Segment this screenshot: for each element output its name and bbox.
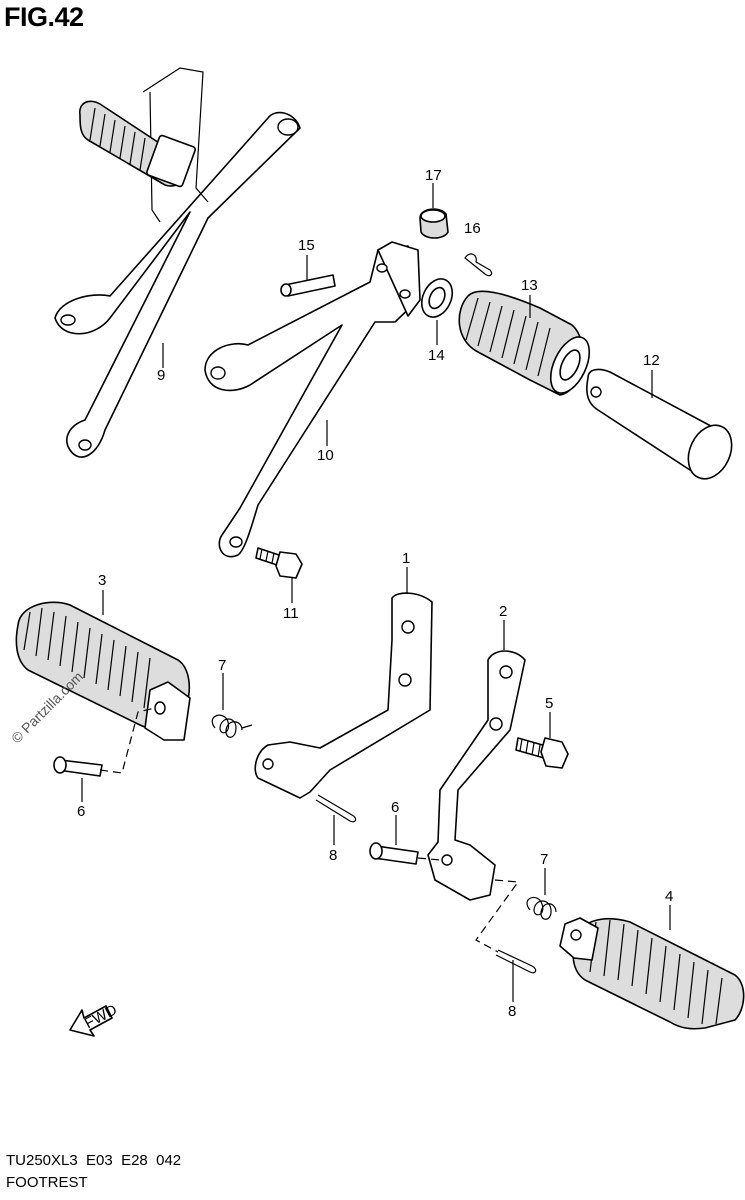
cotter-pin-8-left bbox=[315, 794, 357, 823]
footrest-tube-12 bbox=[586, 368, 733, 480]
callout-10: 10 bbox=[317, 447, 334, 464]
callout-7-right: 7 bbox=[540, 851, 548, 868]
bushing-17 bbox=[419, 208, 449, 239]
callout-16: 16 bbox=[464, 220, 481, 237]
callout-12: 12 bbox=[643, 352, 660, 369]
pin-6-right bbox=[369, 842, 419, 865]
callout-8-left: 8 bbox=[329, 847, 337, 864]
left-footrest-peg-3 bbox=[15, 601, 191, 741]
rear-footrest-rubber-13 bbox=[458, 290, 591, 396]
callout-4: 4 bbox=[665, 888, 673, 905]
callout-leaders bbox=[81, 183, 671, 1002]
callout-17: 17 bbox=[425, 167, 442, 184]
bolt-11 bbox=[255, 547, 303, 579]
callout-14: 14 bbox=[428, 347, 445, 364]
spring-7-right bbox=[526, 896, 557, 920]
callouts: 9 15 17 16 13 14 12 10 11 3 1 2 7 5 6 8 … bbox=[77, 167, 673, 1020]
callout-1: 1 bbox=[402, 550, 410, 567]
footer-diagram-name: FOOTREST bbox=[6, 1174, 88, 1191]
assembly-line-right-peg bbox=[475, 879, 520, 953]
left-footrest-bracket-1 bbox=[254, 592, 433, 799]
callout-9: 9 bbox=[157, 367, 165, 384]
pin-15 bbox=[280, 274, 336, 297]
figure-title: FIG.42 bbox=[4, 2, 84, 32]
spring-7-left bbox=[211, 714, 253, 738]
rear-footrest-bracket bbox=[54, 67, 301, 458]
right-footrest-peg-4 bbox=[559, 917, 745, 1030]
front-footrest-bracket bbox=[204, 241, 421, 558]
fwd-arrow-icon: FWD bbox=[69, 1001, 120, 1037]
assembly-line-right-pin bbox=[417, 857, 441, 861]
callout-6-right: 6 bbox=[391, 799, 399, 816]
callout-13: 13 bbox=[521, 277, 538, 294]
cotter-pin-8-right bbox=[495, 949, 537, 974]
callout-6-left: 6 bbox=[77, 803, 85, 820]
pin-6-left bbox=[53, 756, 103, 777]
callout-3: 3 bbox=[98, 572, 106, 589]
fwd-label: FWD bbox=[82, 1001, 120, 1032]
clip-16 bbox=[464, 253, 493, 277]
right-footrest-bracket-2 bbox=[427, 650, 526, 901]
callout-5: 5 bbox=[545, 695, 553, 712]
callout-11: 11 bbox=[283, 605, 299, 622]
washer-14 bbox=[420, 278, 454, 318]
footer-diagram-code: TU250XL3 E03 E28 042 bbox=[6, 1152, 182, 1169]
callout-8-right: 8 bbox=[508, 1003, 516, 1020]
bolt-5 bbox=[515, 737, 569, 769]
callout-15: 15 bbox=[298, 237, 315, 254]
callout-2: 2 bbox=[499, 603, 507, 620]
assembly-line-left-pin bbox=[99, 707, 156, 774]
callout-7-left: 7 bbox=[218, 657, 226, 674]
